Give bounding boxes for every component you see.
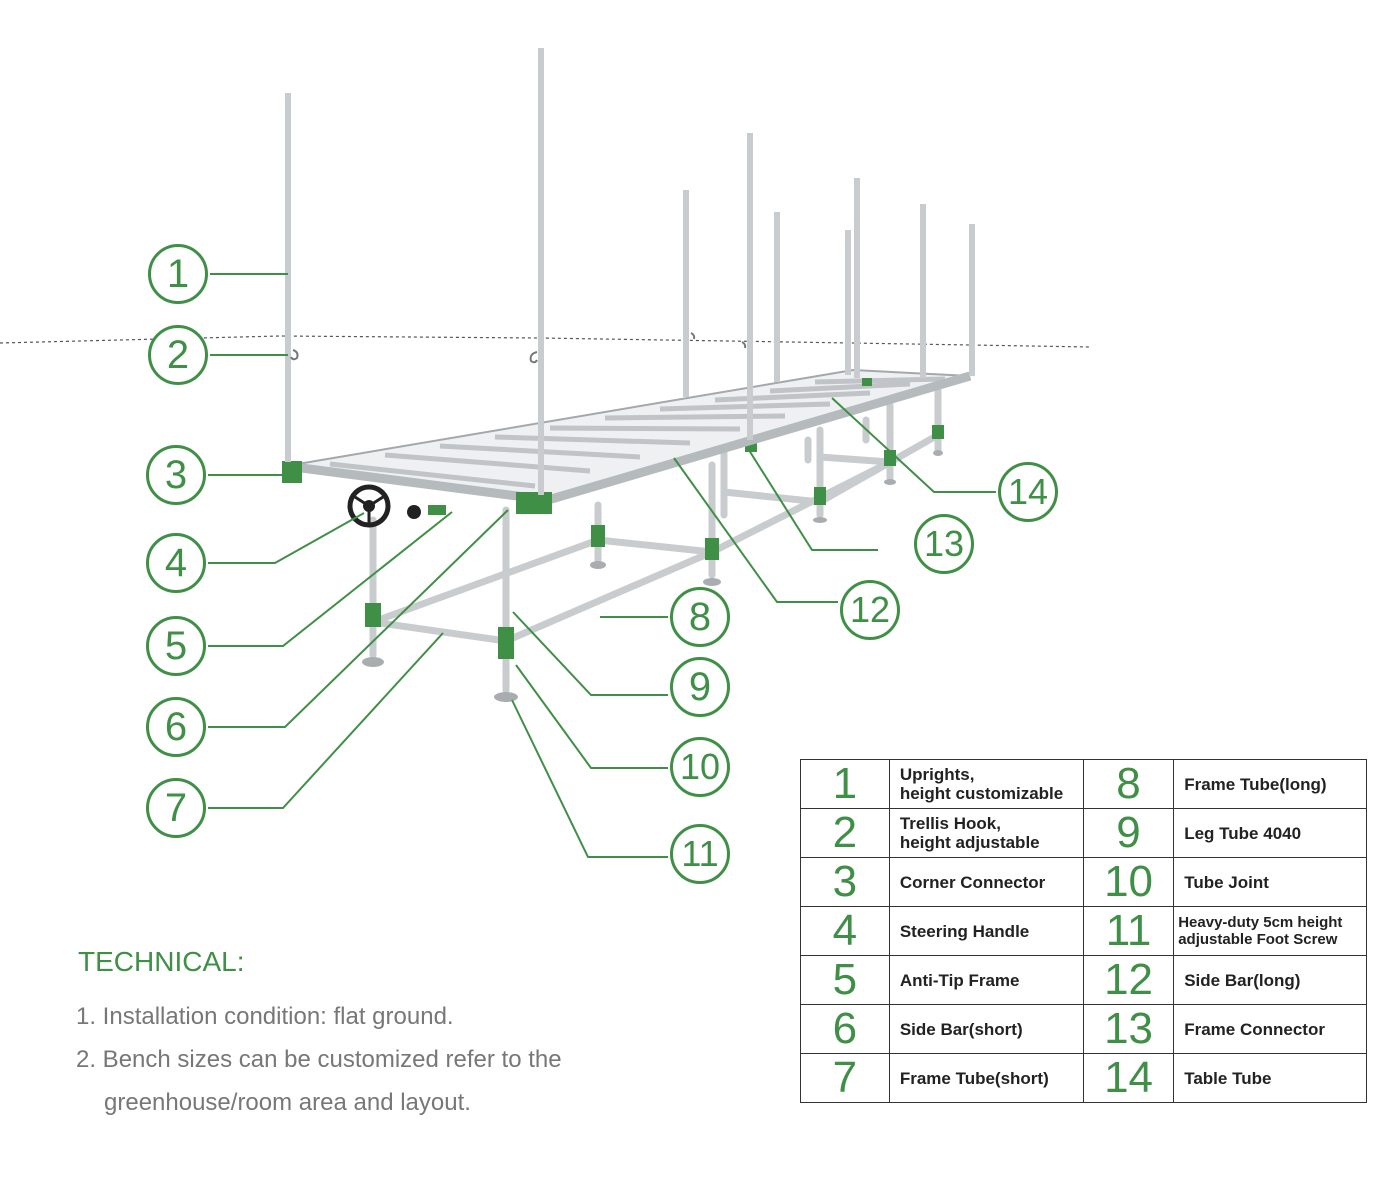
foot-screws [362,450,943,702]
callout-12: 12 [840,580,900,640]
steering-handle-drawing [347,484,446,528]
callout-2: 2 [148,325,208,385]
parts-table-row: 7 Frame Tube(short) 14 Table Tube [800,1053,1367,1103]
callout-6: 6 [146,697,206,757]
part-name: Table Tube [1173,1053,1367,1103]
technical-note-3: greenhouse/room area and layout. [104,1089,471,1116]
part-name-line: Table Tube [1184,1068,1272,1088]
part-name: Frame Connector [1173,1004,1367,1054]
part-name-line: Steering Handle [899,921,1030,941]
part-number: 4 [800,906,890,956]
part-number: 12 [1082,955,1175,1005]
callout-13: 13 [914,514,974,574]
parts-table-row: 5 Anti-Tip Frame 12 Side Bar(long) [800,955,1367,1005]
side-bars [285,371,972,505]
part-name: Steering Handle [888,906,1084,956]
part-name-line: adjustable Foot Screw [1178,931,1338,948]
technical-note-2: 2. Bench sizes can be customized refer t… [76,1046,562,1073]
callout-7: 7 [146,778,206,838]
callout-5: 5 [146,616,206,676]
part-name-line: Frame Tube(long) [1184,774,1327,794]
part-name-line: Tube Joint [1184,872,1269,892]
part-name-line: Leg Tube 4040 [1184,823,1302,843]
callout-3: 3 [146,445,206,505]
callout-11: 11 [670,824,730,884]
trellis-hooks [290,332,747,364]
part-number: 10 [1082,857,1175,907]
part-name-line: Trellis Hook, [899,814,1001,833]
part-number: 5 [800,955,890,1005]
part-name-line: Corner Connector [899,872,1046,892]
part-name: Corner Connector [888,857,1084,907]
part-number: 2 [800,808,890,858]
tube-joints [365,425,944,659]
part-name: Trellis Hook,height adjustable [888,808,1084,858]
part-name-line: Anti-Tip Frame [899,970,1020,990]
leader-lines [208,273,996,858]
part-number: 11 [1082,906,1175,956]
part-name: Side Bar(long) [1173,955,1367,1005]
part-number: 8 [1082,759,1175,809]
part-name: Frame Tube(long) [1173,759,1367,809]
callout-9: 9 [670,657,730,717]
callout-10: 10 [670,737,730,797]
part-name-line: height adjustable [899,833,1040,852]
part-name: Frame Tube(short) [888,1053,1084,1103]
part-number: 14 [1082,1053,1175,1103]
callout-4: 4 [146,533,206,593]
part-number: 3 [800,857,890,907]
part-number: 9 [1082,808,1175,858]
part-name-line: Uprights, [899,765,975,784]
part-number: 7 [800,1053,890,1103]
part-name: Tube Joint [1173,857,1367,907]
part-number: 13 [1082,1004,1175,1054]
part-name-line: Frame Tube(short) [899,1068,1049,1088]
callout-8: 8 [670,587,730,647]
part-name: Side Bar(short) [888,1004,1084,1054]
callout-14: 14 [998,462,1058,522]
part-number: 1 [800,759,890,809]
table-tubes [329,376,946,489]
part-name: Anti-Tip Frame [888,955,1084,1005]
callout-1: 1 [148,244,208,304]
parts-table-row: 6 Side Bar(short) 13 Frame Connector [800,1004,1367,1054]
part-name-line: Heavy-duty 5cm height [1178,914,1343,931]
part-name-line: Side Bar(short) [899,1019,1023,1039]
parts-table-row: 3 Corner Connector 10 Tube Joint [800,857,1367,907]
technical-title: TECHNICAL: [78,946,245,977]
corner-connectors [282,378,872,514]
part-name-line: Frame Connector [1184,1019,1325,1039]
uprights [285,48,975,495]
technical-note-1: 1. Installation condition: flat ground. [76,1003,454,1030]
part-number: 6 [800,1004,890,1054]
lower-frame [369,386,942,694]
part-name: Leg Tube 4040 [1173,808,1367,858]
part-name: Uprights,height customizable [888,759,1084,809]
part-name-line: height customizable [899,784,1064,803]
part-name-line: Side Bar(long) [1184,970,1301,990]
